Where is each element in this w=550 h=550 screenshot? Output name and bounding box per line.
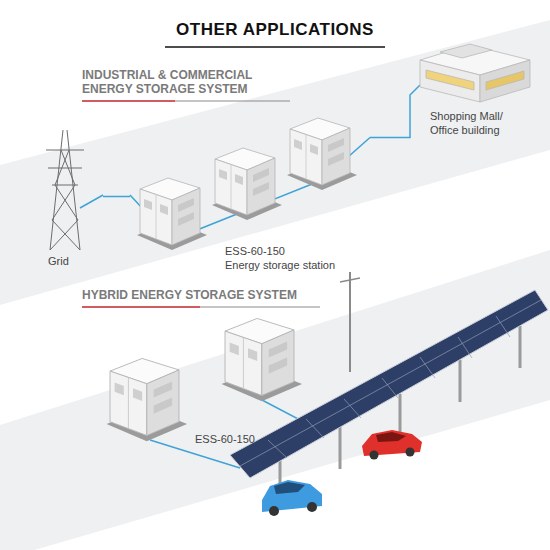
model-label-wrap: ESS-60-150 bbox=[195, 433, 275, 445]
building-node: Shopping Mall/ Office building bbox=[395, 40, 545, 170]
power-wire bbox=[370, 137, 395, 139]
node-text-group: Shopping Mall/ Office building bbox=[430, 110, 515, 138]
section-heading-wrap: INDUSTRIAL & COMMERCIAL ENERGY STORAGE S… bbox=[82, 68, 282, 97]
power-wire bbox=[103, 196, 130, 198]
node-label: Grid bbox=[48, 255, 98, 269]
node-text-group: Grid bbox=[48, 255, 98, 269]
section-heading: INDUSTRIAL & COMMERCIAL ENERGY STORAGE S… bbox=[82, 68, 282, 97]
node-text-group: ESS-60-150Energy storage station bbox=[225, 245, 365, 273]
node-label: ESS-60-150 bbox=[225, 245, 365, 259]
title-text: OTHER APPLICATIONS bbox=[0, 20, 550, 40]
grid-node: Grid bbox=[28, 120, 103, 273]
storage-station-node: ESS-60-150Energy storage station bbox=[130, 105, 370, 285]
section-heading-wrap: HYBRID ENERGY STORAGE SYSTEM bbox=[82, 288, 352, 302]
node-label: Shopping Mall/ Office building bbox=[430, 110, 515, 138]
section-heading: HYBRID ENERGY STORAGE SYSTEM bbox=[82, 288, 352, 302]
node-label: Energy storage station bbox=[225, 259, 365, 273]
model-label: ESS-60-150 bbox=[195, 433, 275, 445]
